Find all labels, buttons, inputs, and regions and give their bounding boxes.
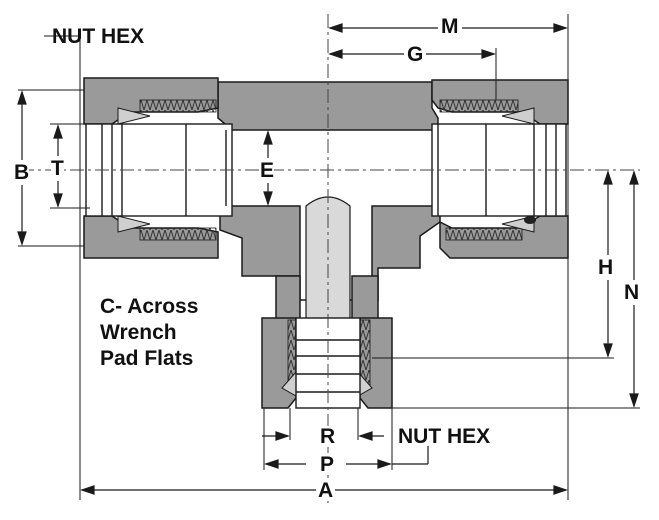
dimension-lines xyxy=(17,23,639,495)
dimension-label-a: A xyxy=(316,479,336,502)
dimension-label-t: T xyxy=(51,156,64,181)
left-nut xyxy=(83,77,219,259)
dimension-label-b: B xyxy=(14,160,30,185)
extension-lines xyxy=(18,14,640,500)
dimension-label-h: H xyxy=(598,255,614,280)
right-nut xyxy=(431,79,569,259)
right-nut-upper-thread xyxy=(439,99,519,113)
center-lines xyxy=(20,14,640,505)
right-ferrule-dark xyxy=(524,216,536,224)
left-front-ferrule xyxy=(117,107,151,125)
right-nut-lower-thread xyxy=(445,227,523,241)
dimension-label-n: N xyxy=(624,280,640,305)
nut-hex-bottom-callout: NUT HEX xyxy=(398,425,491,448)
dimension-label-g: G xyxy=(404,44,427,65)
left-nut-upper-thread xyxy=(139,99,217,113)
dimension-label-p: P xyxy=(318,453,337,476)
dimension-label-m: M xyxy=(438,16,462,37)
wrench-pad-note-line-1: C- Across xyxy=(100,295,199,318)
left-nut-lower-thread xyxy=(139,227,217,241)
tee-body xyxy=(217,81,441,337)
wrench-pad-note: C- Across Wrench Pad Flats xyxy=(100,294,198,372)
left-front-ferrule-lower xyxy=(117,215,151,233)
wrench-pad-note-line-3: Pad Flats xyxy=(100,347,194,370)
right-front-ferrule xyxy=(501,107,535,125)
bottom-nut xyxy=(261,317,393,409)
dimension-label-e: E xyxy=(260,158,275,183)
nut-hex-top-callout: NUT HEX xyxy=(52,25,145,48)
wrench-pad-note-line-2: Wrench xyxy=(100,321,177,344)
dimension-label-r: R xyxy=(318,425,338,448)
